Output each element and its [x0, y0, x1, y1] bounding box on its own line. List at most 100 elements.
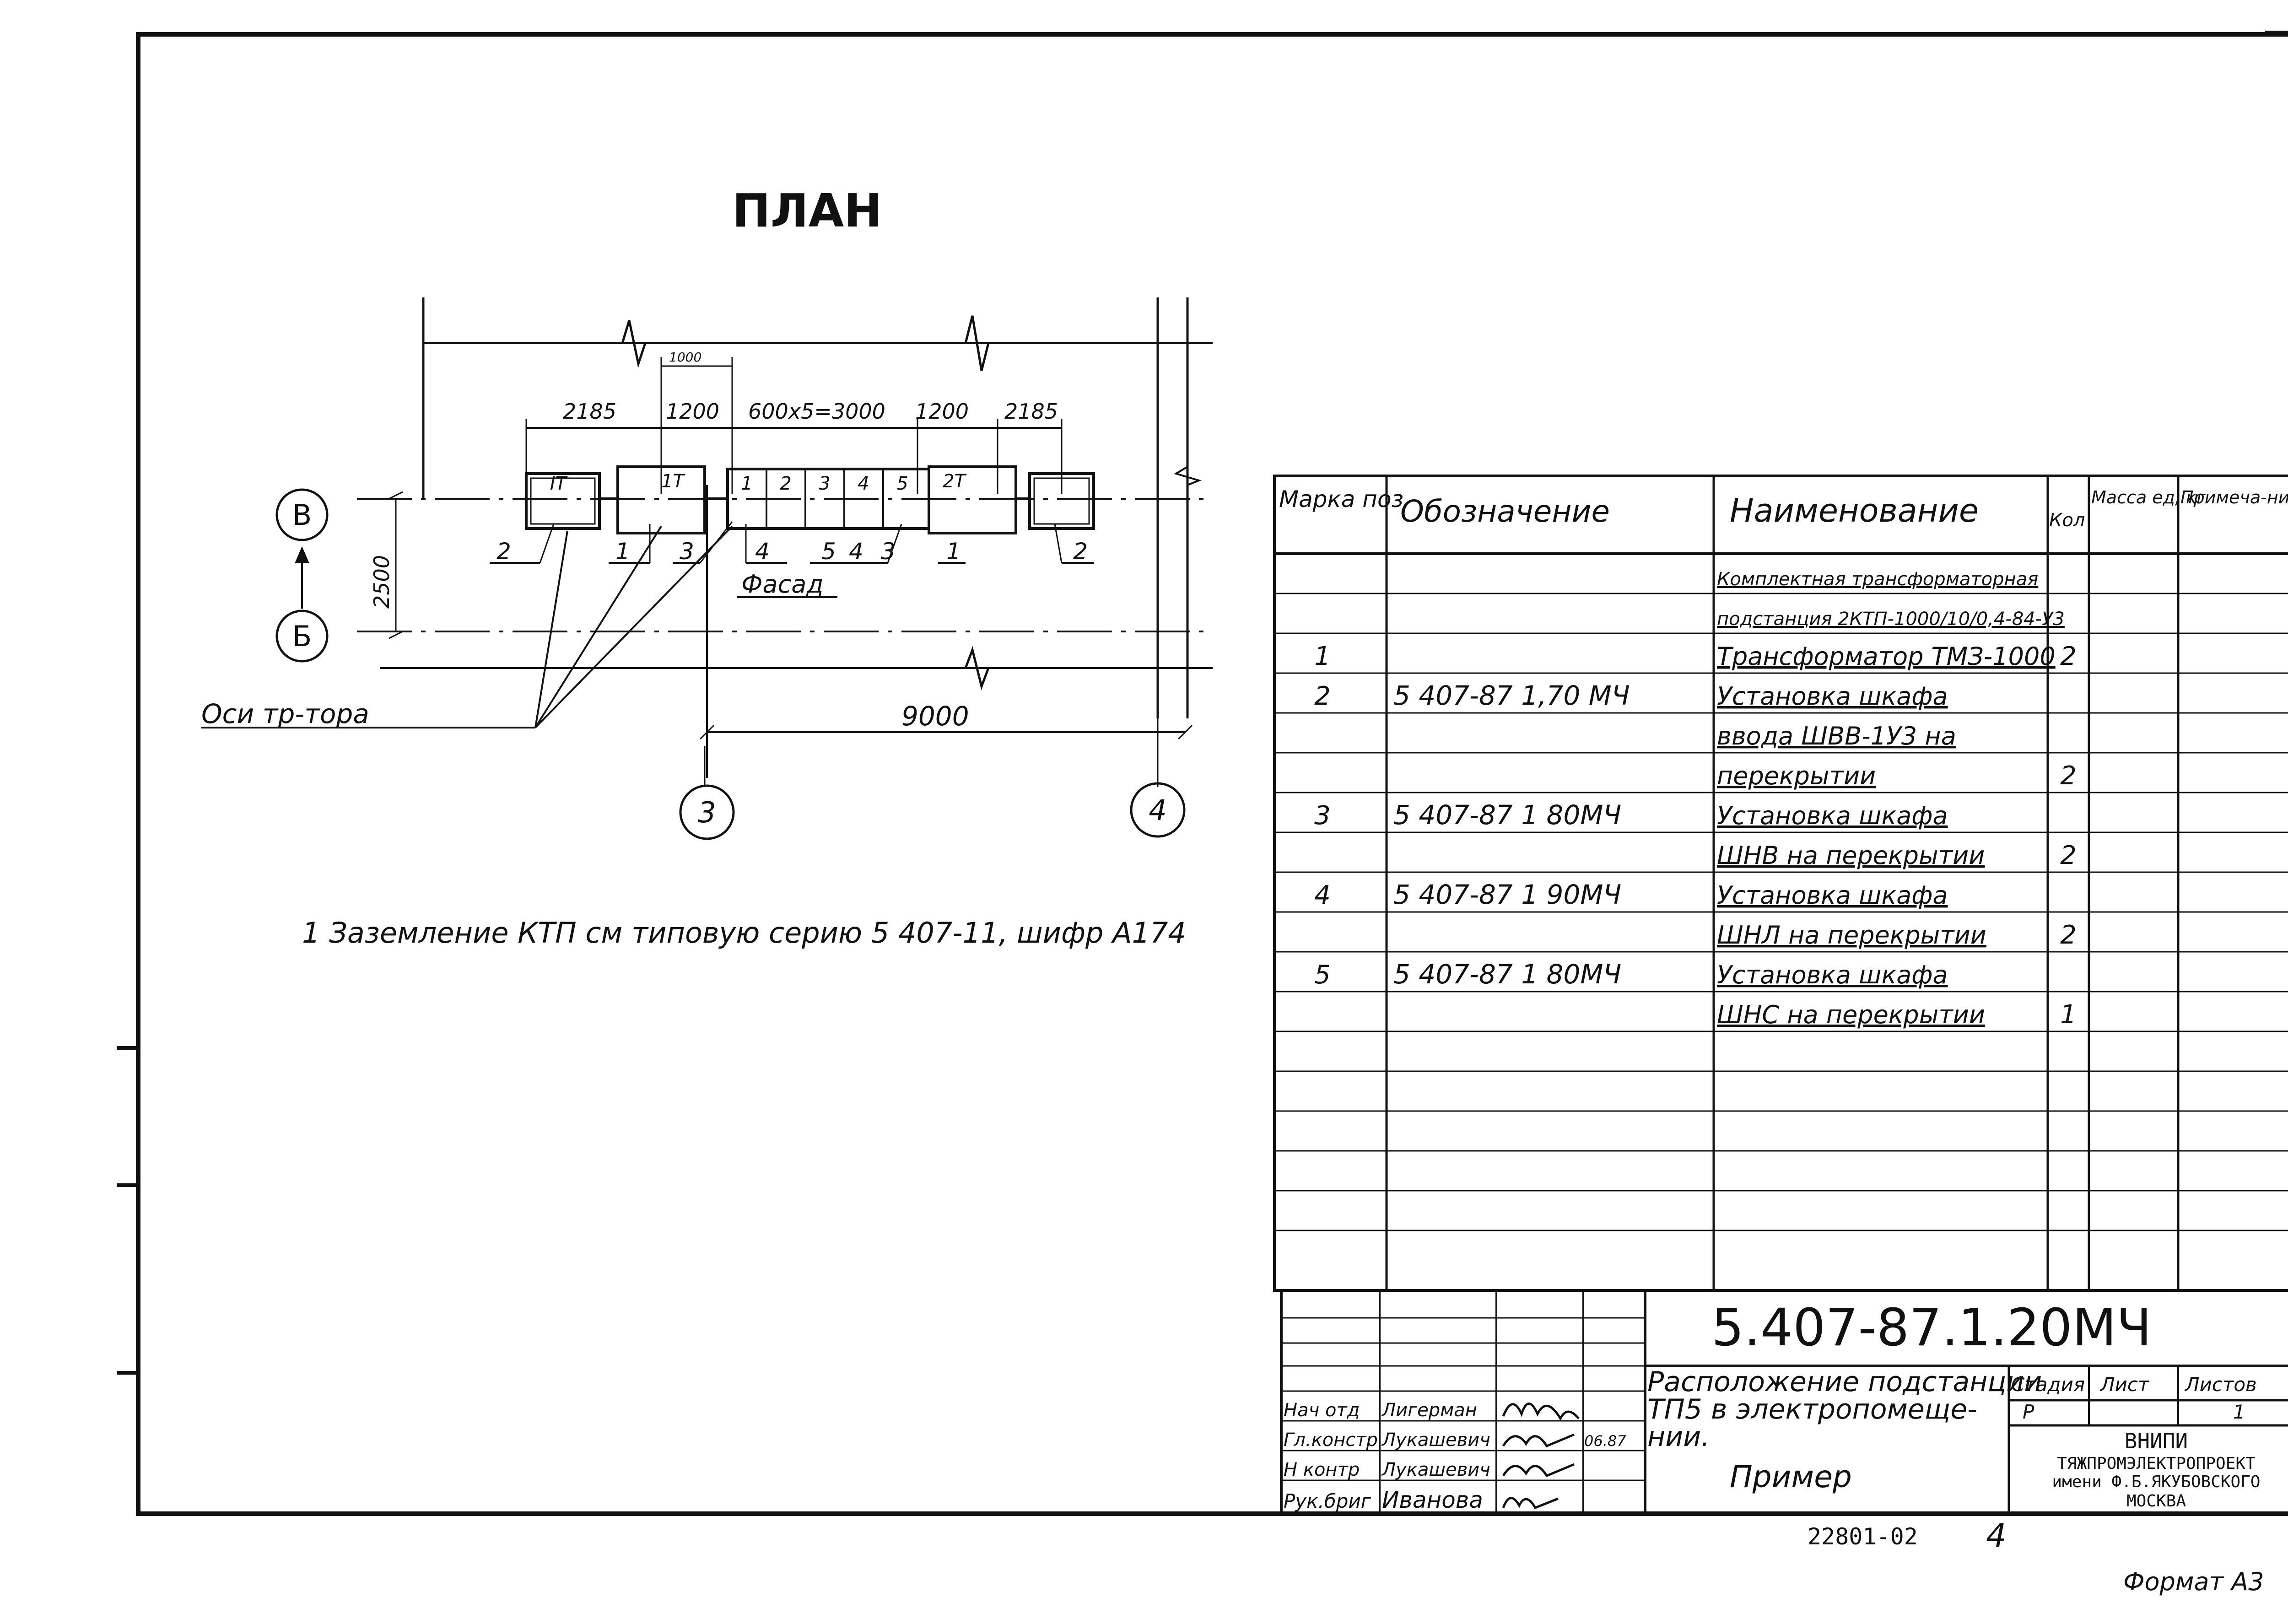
spec-cell-qty: 2 — [2060, 920, 2077, 950]
title-line-3: нии. — [1647, 1421, 1710, 1453]
header-mark-text: Марка поз — [1279, 486, 1403, 513]
spec-cell-name: Комплектная трансформаторная — [1717, 569, 2038, 590]
spec-cell-designation: 5 407-87 1,70 МЧ — [1393, 680, 1630, 711]
drawing-number: 22801-02 — [1808, 1523, 1918, 1550]
org-line-2: ТЯЖПРОМЭЛЕКТРОПРОЕКТ — [2057, 1454, 2255, 1473]
facade-label: Фасад — [741, 570, 824, 599]
spec-cell-designation: 5 407-87 1 80МЧ — [1393, 799, 1621, 831]
pos-label-2-right: 2 — [1073, 538, 1088, 565]
header-mass: Масса ед, кг — [2091, 487, 2206, 507]
pos-label-3-left: 3 — [680, 538, 694, 565]
spec-cell-designation: 5 407-87 1 90МЧ — [1393, 879, 1621, 910]
box-label-1t: 1T — [661, 471, 685, 492]
plan-dimensions: 1000 2185 1200 600х5=3000 1200 2185 2500… — [369, 350, 1058, 732]
spec-cell-mark: 3 — [1314, 801, 1331, 831]
box-label-2t: 2T — [943, 471, 967, 492]
sheets-value: 1 — [2233, 1401, 2245, 1423]
header-note: Примеча-ние — [2180, 487, 2288, 507]
dim-600x5: 600х5=3000 — [748, 399, 885, 424]
spec-row-lines — [1274, 593, 2288, 1231]
spec-cell-qty: 2 — [2060, 841, 2077, 870]
sheet-header: Лист — [2099, 1373, 2150, 1396]
cell-label-3: 3 — [819, 473, 830, 494]
header-designation: Обозначение — [1400, 494, 1610, 529]
page-number: 4 — [1986, 1517, 2007, 1554]
header-mark: Марка поз — [1279, 486, 1403, 513]
spec-cell-mark: 5 — [1314, 960, 1331, 990]
dim-1000: 1000 — [669, 350, 702, 365]
spec-cell-qty: 2 — [2060, 761, 2077, 791]
cell-label-4: 4 — [858, 473, 869, 494]
person-role: Н контр — [1284, 1459, 1360, 1480]
org-line-4: МОСКВА — [2126, 1492, 2186, 1511]
dim-2500: 2500 — [369, 555, 394, 609]
pos-label-5: 5 — [821, 538, 836, 565]
pos-label-3-b: 3 — [881, 538, 896, 565]
spec-cell-qty: 1 — [2060, 1000, 2077, 1030]
spec-cell-name: подстанция 2КТП-1000/10/0,4-84-У3 — [1717, 609, 2065, 630]
plan-drawing — [201, 297, 1213, 840]
spec-cell-name: Установка шкафа — [1717, 801, 1948, 830]
signature — [1502, 1497, 1559, 1510]
title-line-2: ТП5 в электропомеще- — [1647, 1393, 1977, 1425]
cell-label-5: 5 — [896, 473, 908, 494]
spec-cell-name: Установка шкафа — [1717, 881, 1948, 910]
stamp-stage-sheet: Стадия Лист Листов Р 1 — [2011, 1373, 2257, 1423]
plan-title: ПЛАН — [732, 184, 882, 237]
stamp-signatures — [1502, 1403, 1580, 1510]
person-role: Гл.констр — [1284, 1430, 1378, 1451]
pos-label-4-b: 4 — [849, 538, 863, 565]
person-role: Рук.бриг — [1284, 1490, 1371, 1512]
dim-2185-left: 2185 — [563, 399, 616, 424]
dim-1200-b: 1200 — [915, 399, 969, 424]
org-line-3: имени Ф.Б.ЯКУБОВСКОГО — [2052, 1473, 2260, 1491]
pos-label-4: 4 — [755, 538, 770, 565]
signature — [1502, 1433, 1575, 1448]
pos-label-1-right: 1 — [946, 538, 961, 565]
spec-table-headers: Марка поз Обозначение Наименование Кол М… — [1279, 486, 2288, 531]
pos-label-1-left: 1 — [615, 538, 630, 565]
stamp-people: Нач отд Лигерман Гл.констр Лукашевич Н к… — [1284, 1400, 1626, 1513]
spec-cell-name: Установка шкафа — [1717, 682, 1948, 711]
stage-header: Стадия — [2011, 1373, 2085, 1396]
dim-9000: 9000 — [901, 701, 969, 732]
spec-cell-qty: 2 — [2060, 642, 2077, 671]
pos-label-2-left: 2 — [496, 538, 511, 565]
dim-1200: 1200 — [666, 399, 719, 424]
spec-cell-name: Установка шкафа — [1717, 960, 1948, 989]
spec-cell-name: перекрытии — [1717, 761, 1876, 790]
person-name: Иванова — [1382, 1487, 1483, 1513]
stamp-date: 06.87 — [1584, 1432, 1626, 1450]
spec-table-body: Комплектная трансформаторная подстанция 2… — [1314, 569, 2077, 1030]
spec-cell-mark: 4 — [1314, 880, 1331, 910]
axis-label-b: Б — [292, 620, 312, 653]
axis-label-3: 3 — [698, 796, 716, 829]
org-line-1: ВНИПИ — [2125, 1429, 2188, 1453]
dim-2185-right: 2185 — [1004, 399, 1058, 424]
spec-cell-name: ввода ШВВ-1У3 на — [1717, 722, 1956, 750]
cell-label-1: 1 — [741, 473, 752, 494]
title-line-1: Расположение подстанции — [1647, 1366, 2042, 1398]
stamp-grid — [1280, 1289, 2288, 1515]
spec-cell-name: ШНС на перекрытии — [1717, 1000, 1985, 1029]
axis-label-v: В — [292, 498, 312, 532]
plan-axis-markers: В Б 3 4 — [292, 498, 1167, 829]
axis-label-4: 4 — [1149, 793, 1166, 827]
person-name: Лукашевич — [1381, 1459, 1490, 1480]
signature — [1502, 1403, 1580, 1421]
drawing-frame — [117, 31, 2288, 1516]
header-qty: Кол — [2049, 510, 2085, 531]
person-name: Лукашевич — [1381, 1430, 1490, 1451]
drawing-title: Расположение подстанции ТП5 в электропом… — [1647, 1366, 2042, 1495]
person-role: Нач отд — [1284, 1400, 1360, 1421]
spec-cell-designation: 5 407-87 1 80МЧ — [1393, 959, 1621, 990]
stage-value: Р — [2023, 1401, 2034, 1423]
drawing-code: 5.407-87.1.20МЧ — [1711, 1298, 2152, 1358]
plan-position-labels: 2 1 3 4 5 4 3 1 2 Фасад Оси тр-тора — [201, 538, 1088, 729]
spec-cell-mark: 2 — [1314, 681, 1331, 711]
transformer-axes-label: Оси тр-тора — [201, 698, 369, 729]
spec-cell-mark: 1 — [1314, 642, 1331, 671]
organization-name: ВНИПИ ТЯЖПРОМЭЛЕКТРОПРОЕКТ имени Ф.Б.ЯКУ… — [2052, 1429, 2260, 1511]
spec-cell-name: Трансформатор ТМЗ-1000 — [1717, 642, 2056, 671]
